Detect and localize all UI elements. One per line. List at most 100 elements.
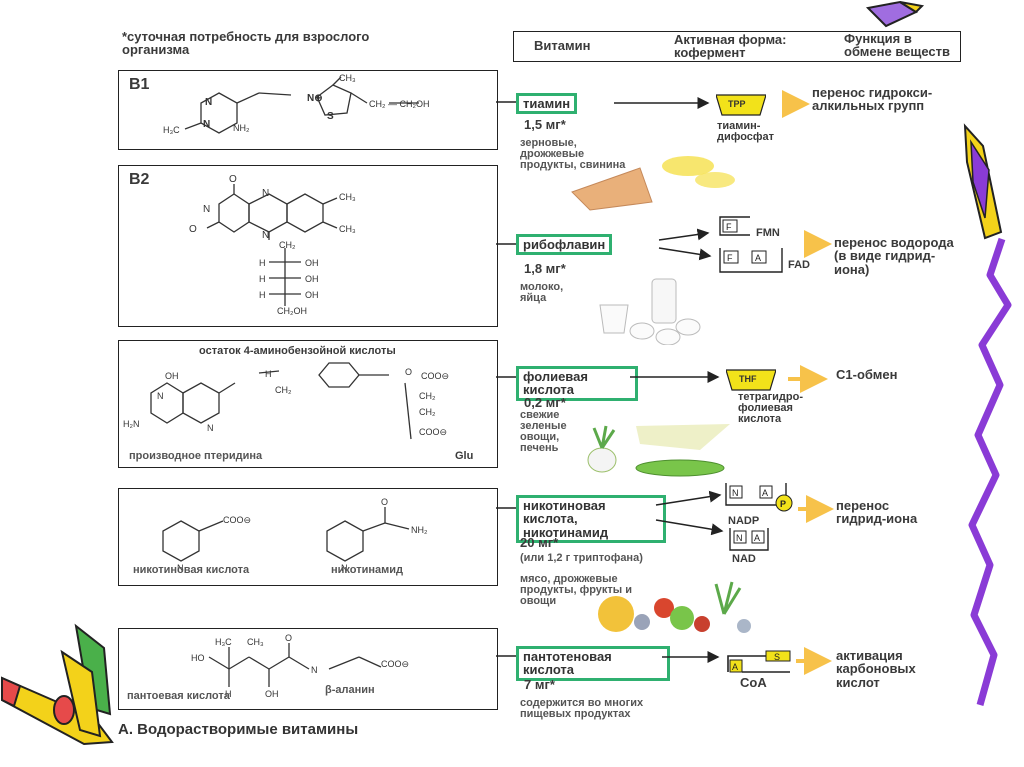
- b2-label: B2: [129, 171, 150, 188]
- niacin-dose-note: (или 1,2 г триптофана): [520, 552, 643, 564]
- svg-text:H: H: [259, 258, 266, 268]
- milk-eggs-illustration: [599, 278, 701, 345]
- folate-caption: остаток 4-аминобензойной кислоты: [199, 345, 396, 357]
- thf-name: тетрагидро-фолиевая кислота: [738, 391, 804, 426]
- svg-text:NH₂: NH₂: [411, 525, 428, 535]
- b2-dose: 1,8 мг*: [524, 261, 566, 276]
- header-vitamin: Витамин: [534, 38, 591, 53]
- beta-alanine-caption: β-аланин: [325, 684, 375, 696]
- purple-squiggle-decoration: [968, 237, 1012, 706]
- svg-text:CH₂: CH₂: [275, 385, 292, 395]
- svg-text:H: H: [259, 290, 266, 300]
- nicotinic-acid-caption: никотиновая кислота: [133, 564, 250, 576]
- folate-structure-box: остаток 4-аминобензойной кислоты OH N H₂…: [118, 340, 498, 468]
- svg-text:A: A: [732, 662, 738, 672]
- pencils-bottom-left-decoration: [0, 623, 114, 746]
- svg-text:N: N: [736, 533, 743, 543]
- svg-text:CH₃: CH₃: [339, 224, 356, 234]
- svg-text:OH: OH: [305, 274, 319, 284]
- svg-text:HO: HO: [191, 653, 205, 663]
- svg-text:OH: OH: [305, 258, 319, 268]
- svg-text:N: N: [205, 97, 212, 108]
- svg-text:CH₂ — CH₂OH: CH₂ — CH₂OH: [369, 99, 430, 109]
- svg-text:A: A: [762, 488, 768, 498]
- svg-text:OH: OH: [305, 290, 319, 300]
- coa-icon: S A: [726, 650, 792, 674]
- pantoic-acid-caption: пантоевая кислота: [127, 690, 230, 702]
- coa-label: CoA: [740, 675, 767, 690]
- pantothenic-sources: содержится во многих пищевых продуктах: [520, 697, 644, 720]
- folate-footer-left: производное птеридина: [129, 450, 263, 462]
- b1-dose: 1,5 мг*: [524, 117, 566, 132]
- svg-text:H₂N: H₂N: [123, 419, 140, 429]
- svg-text:N: N: [177, 563, 184, 573]
- bread-illustration: [571, 156, 735, 211]
- folate-footer-right: Glu: [455, 450, 474, 462]
- svg-text:CH₃: CH₃: [339, 73, 356, 83]
- svg-text:F: F: [726, 222, 732, 232]
- pencil-top-decoration: [865, 0, 925, 28]
- svg-text:N: N: [203, 204, 210, 215]
- daily-need-note: *суточная потребность для взрослого орга…: [122, 29, 370, 58]
- svg-text:H: H: [225, 689, 232, 699]
- svg-text:N: N: [311, 665, 318, 675]
- svg-text:N: N: [341, 563, 348, 573]
- nad-label: NAD: [732, 553, 756, 565]
- svg-text:O: O: [189, 224, 197, 235]
- arrow-b2-fad: [658, 247, 712, 261]
- svg-text:CH₃: CH₃: [339, 192, 356, 202]
- svg-text:N: N: [207, 423, 214, 433]
- svg-text:S: S: [774, 652, 780, 662]
- niacin-structure-box: N COO⊖ N O NH₂ никотиновая кислота никот…: [118, 488, 498, 586]
- svg-text:OH: OH: [265, 689, 279, 699]
- thiamine-structure: N N H₃C NH₂ N⊕ CH₃ S CH₂ — CH₂OH: [163, 73, 430, 135]
- svg-text:COO⊖: COO⊖: [419, 427, 447, 437]
- svg-text:O: O: [405, 367, 412, 377]
- svg-text:H: H: [259, 274, 266, 284]
- svg-text:N: N: [262, 188, 269, 199]
- niacin-structures: N COO⊖ N O NH₂: [162, 497, 428, 573]
- svg-text:COO⊖: COO⊖: [381, 659, 409, 669]
- folate-structure: OH N H₂N N H CH₂ O COO⊖ CH₂ CH₂ COO⊖: [123, 362, 449, 440]
- b2-sources: молоко, яйца: [520, 281, 564, 304]
- svg-text:O: O: [285, 633, 292, 643]
- svg-text:N: N: [262, 230, 269, 241]
- b2-function: перенос водорода (в виде гидрид-иона): [834, 235, 954, 277]
- nadp-label: NADP: [728, 515, 760, 527]
- arrow-b2-fmn: [658, 228, 710, 241]
- svg-text:OH: OH: [165, 371, 179, 381]
- svg-text:CH₂: CH₂: [419, 391, 436, 401]
- svg-text:COO⊖: COO⊖: [223, 515, 251, 525]
- svg-text:CH₂: CH₂: [419, 407, 436, 417]
- svg-text:NH₂: NH₂: [233, 123, 250, 133]
- header-active-form: Активная форма: кофермент: [674, 32, 787, 61]
- fruit-illustration: [598, 581, 751, 633]
- pantothenic-function: активация карбоновых кислот: [836, 648, 916, 690]
- header-function: Функция в обмене веществ: [844, 31, 951, 60]
- tpp-name: тиамин-дифосфат: [717, 120, 775, 144]
- svg-text:H₃C: H₃C: [163, 125, 180, 135]
- svg-text:N⊕: N⊕: [307, 93, 323, 104]
- folate-dose: 0,2 мг*: [524, 395, 566, 410]
- vitamin-folate-box: фолиевая кислота: [516, 366, 638, 401]
- b1-structure-box: B1 N N H₃C NH₂ N⊕ CH₃ S CH₂ — CH₂OH: [118, 70, 498, 150]
- svg-text:N: N: [203, 119, 210, 130]
- svg-text:CH₂: CH₂: [279, 240, 296, 250]
- svg-text:A: A: [754, 533, 760, 543]
- thf-coenzyme: THF: [725, 369, 777, 391]
- svg-text:H: H: [265, 369, 272, 379]
- pantothenic-structure: H₃C CH₃ O N HO H OH COO⊖: [191, 633, 409, 699]
- svg-text:N: N: [732, 488, 739, 498]
- vitamin-pantothenic-box: пантотеновая кислота: [516, 646, 670, 681]
- svg-text:CH₃: CH₃: [247, 637, 264, 647]
- svg-text:H₃C: H₃C: [215, 637, 232, 647]
- folate-sources: свежие зеленые овощи, печень: [520, 409, 567, 454]
- svg-text:CH₂OH: CH₂OH: [277, 306, 307, 316]
- b1-function: перенос гидрокси-алкильных групп: [812, 85, 933, 114]
- b1-label: B1: [129, 76, 150, 93]
- legend-header: Витамин Активная форма: кофермент Функци…: [513, 31, 961, 62]
